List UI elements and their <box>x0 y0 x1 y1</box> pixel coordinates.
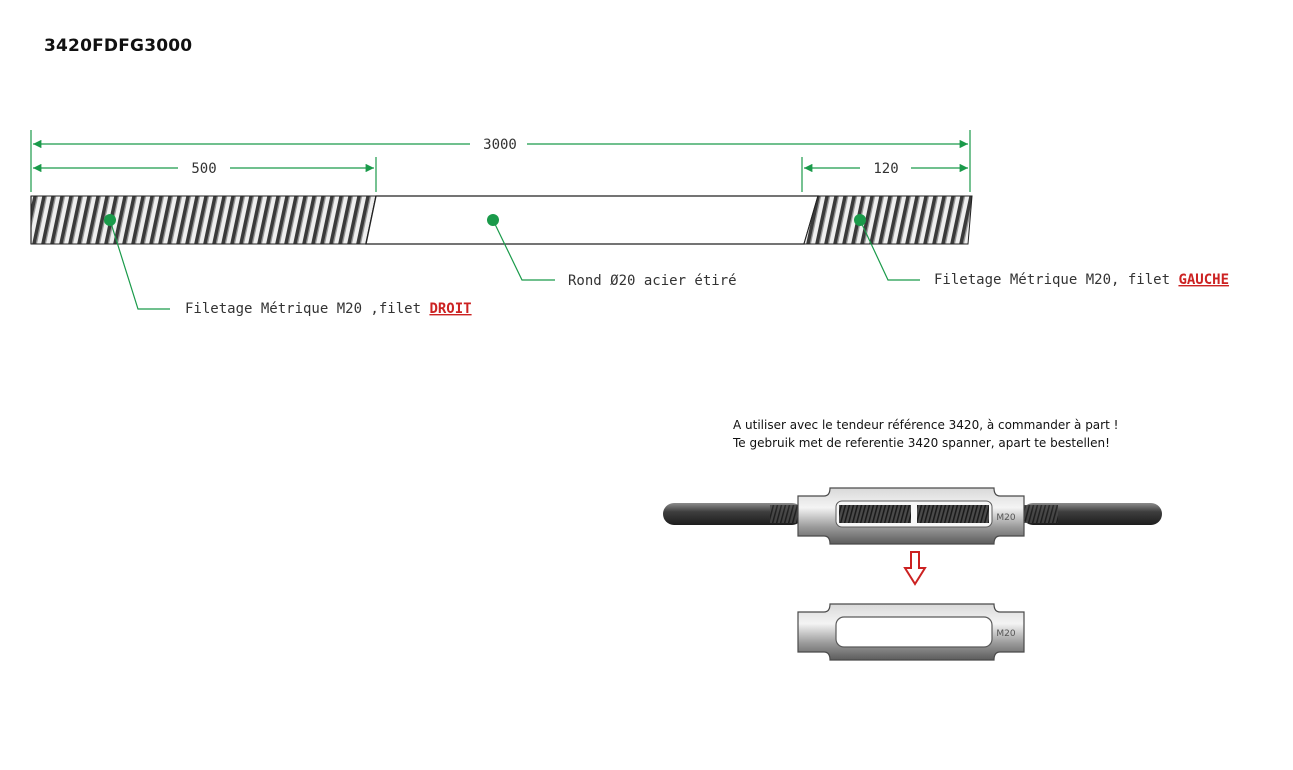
dimension-left-thread-label: 500 <box>191 161 216 177</box>
turnbuckle-assembly: M20 <box>663 487 1162 545</box>
assembly-marking: M20 <box>996 513 1015 523</box>
callout-left: Filetage Métrique M20 ,filet DROIT <box>104 214 472 317</box>
assembly-rod-left <box>663 503 803 525</box>
note-line-french: A utiliser avec le tendeur référence 342… <box>733 418 1119 432</box>
threaded-rod <box>30 195 973 245</box>
plain-round-section <box>365 195 819 245</box>
turnbuckle-body: M20 <box>797 603 1025 661</box>
callout-middle: Rond Ø20 acier étiré <box>487 214 737 289</box>
down-arrow-icon <box>903 551 927 586</box>
callout-right-emphasis: GAUCHE <box>1178 272 1229 288</box>
dimension-lines: 3000 500 120 <box>30 130 971 192</box>
dimension-right-thread: 120 <box>804 161 968 177</box>
body-marking: M20 <box>996 629 1015 639</box>
left-thread-section <box>30 195 377 245</box>
dimension-right-thread-label: 120 <box>873 161 898 177</box>
note-line-dutch: Te gebruik met de referentie 3420 spanne… <box>733 436 1110 450</box>
page-title: 3420FDFG3000 <box>44 36 193 56</box>
dimension-left-thread: 500 <box>33 161 374 177</box>
dimension-total: 3000 <box>33 137 968 153</box>
dimension-total-label: 3000 <box>483 137 517 153</box>
callout-right-label: Filetage Métrique M20, filet GAUCHE <box>934 272 1229 288</box>
callout-left-emphasis: DROIT <box>429 301 471 317</box>
callout-middle-label: Rond Ø20 acier étiré <box>568 273 737 289</box>
right-thread-section <box>803 195 973 245</box>
callout-right: Filetage Métrique M20, filet GAUCHE <box>854 214 1229 288</box>
callout-left-label: Filetage Métrique M20 ,filet DROIT <box>185 301 472 317</box>
